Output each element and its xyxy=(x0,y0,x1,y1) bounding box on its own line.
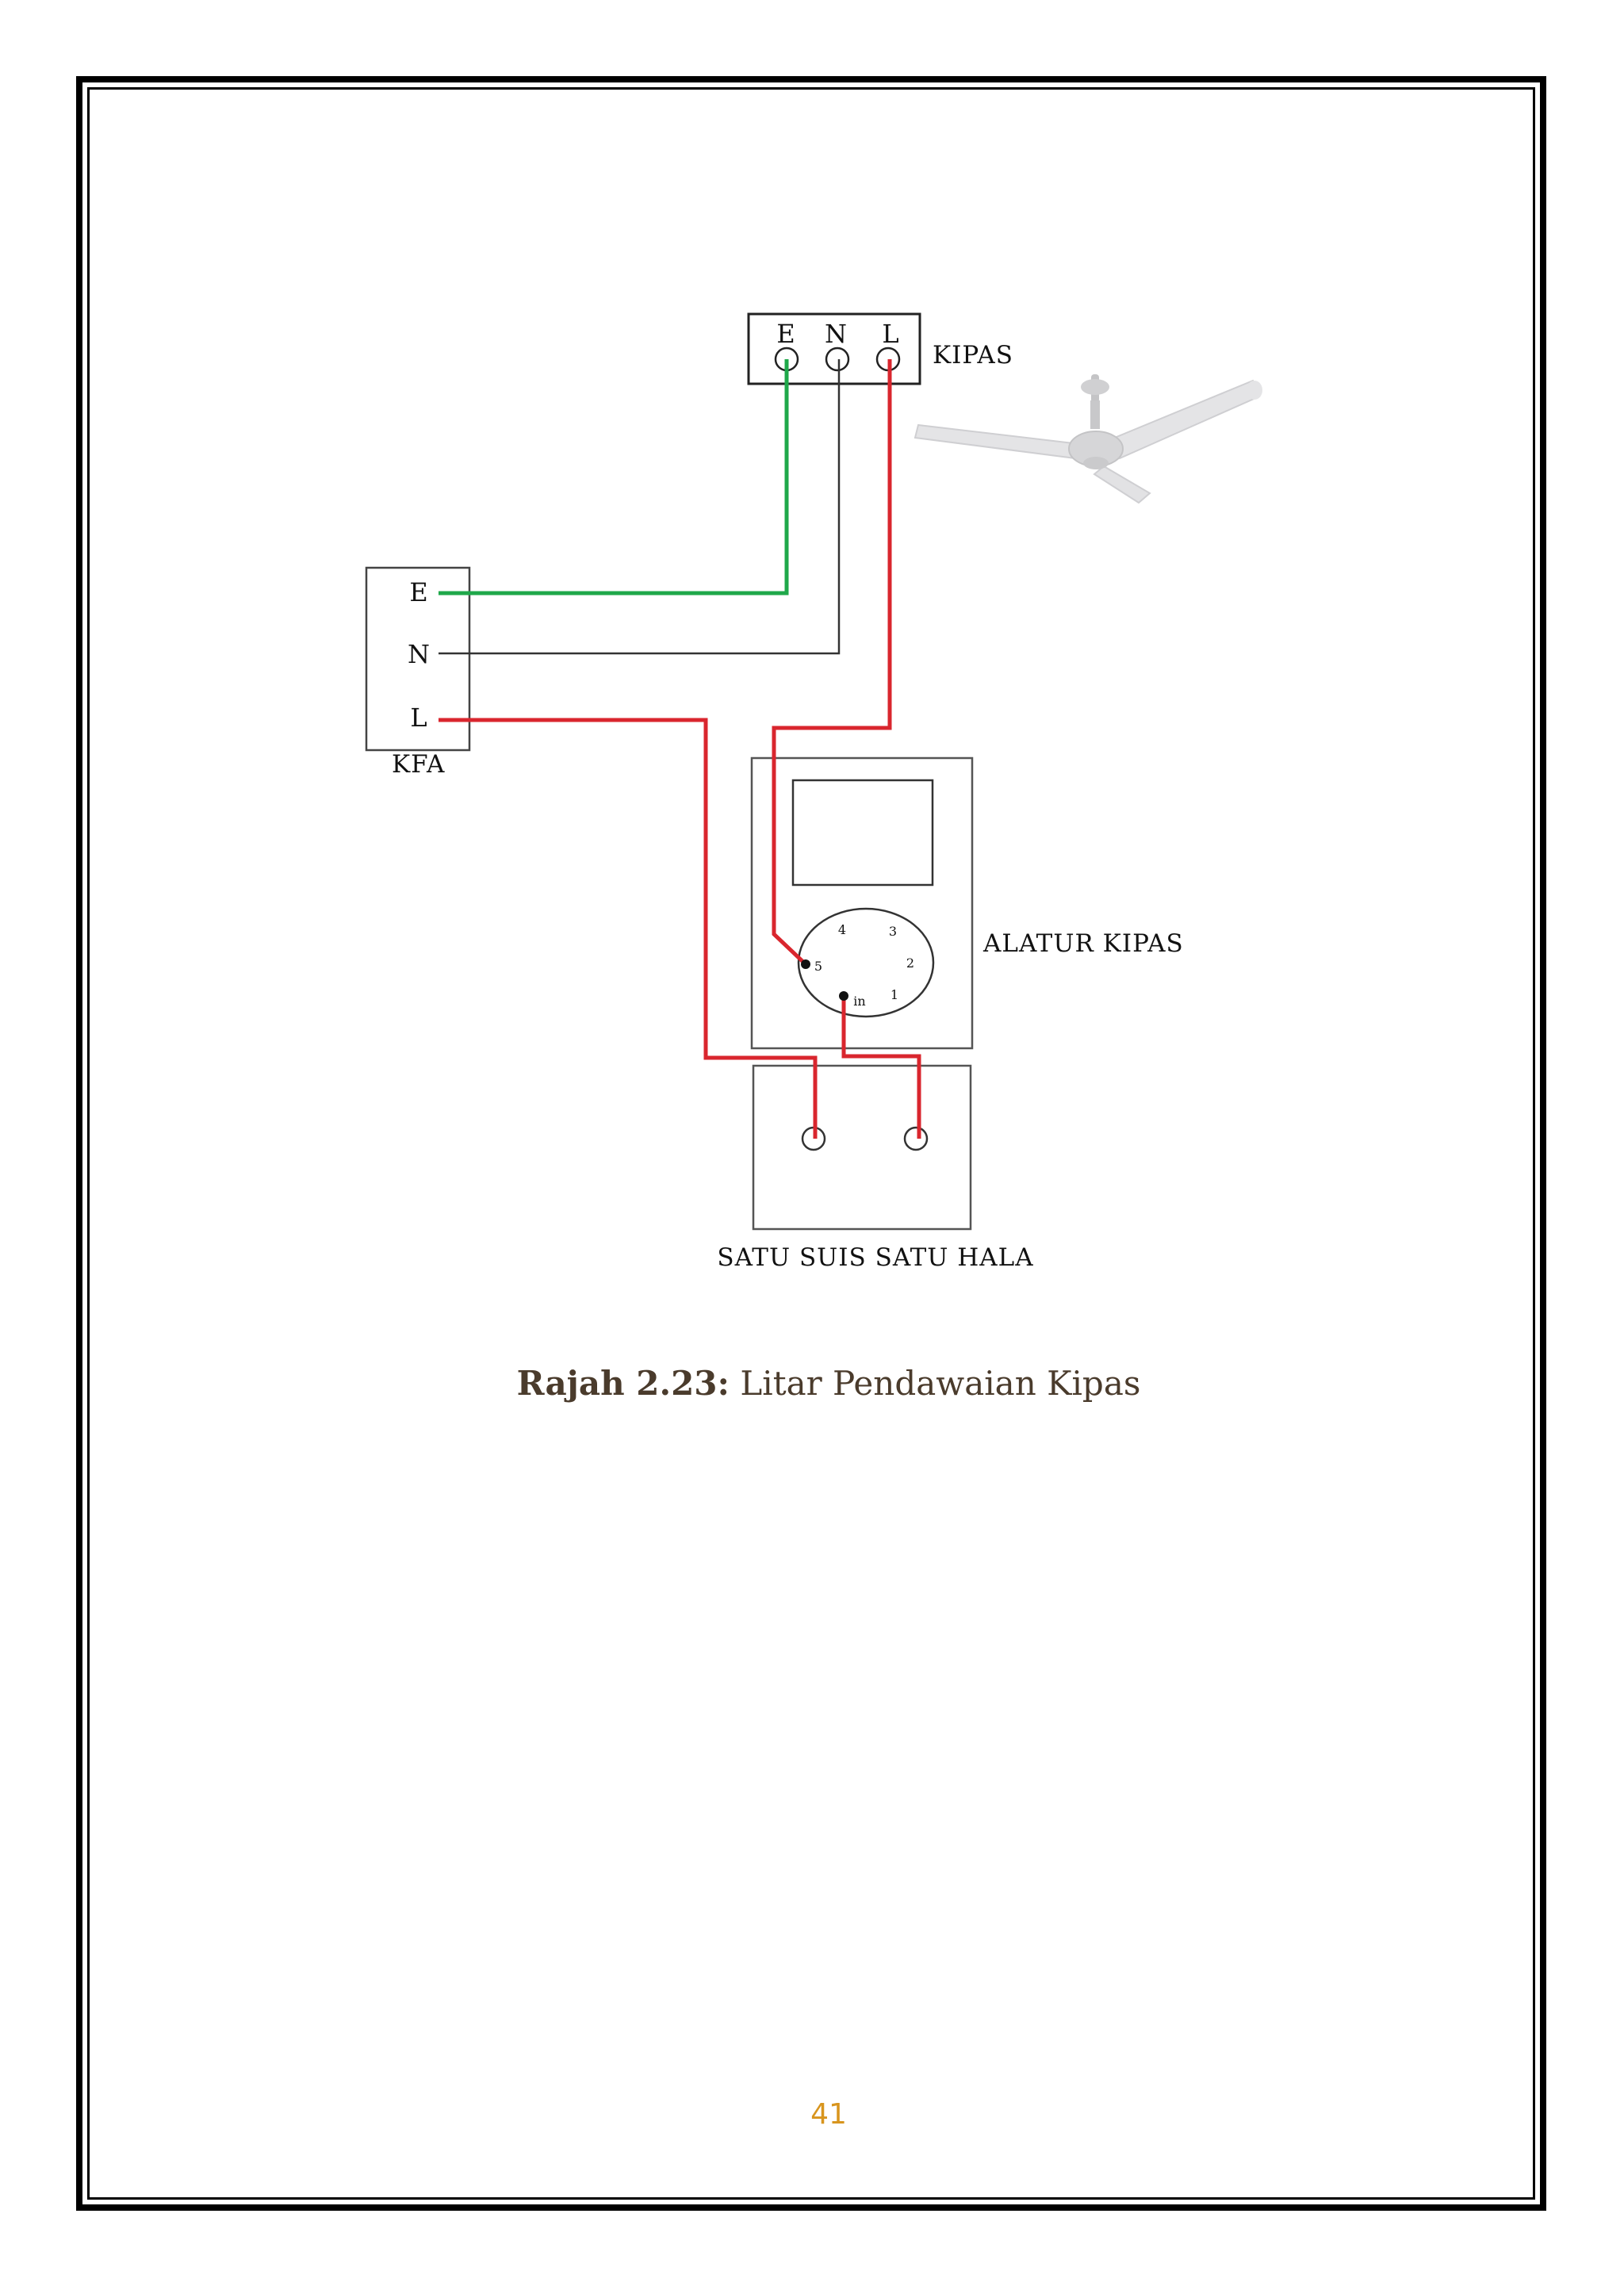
regulator-output-5-dot xyxy=(801,959,810,969)
live-wire-fan xyxy=(772,359,892,966)
fan-terminal-n-screw xyxy=(825,347,850,372)
fan-terminal-e-label: E xyxy=(776,319,795,349)
fan-terminal-block: E N L xyxy=(747,312,921,385)
regulator-display-window xyxy=(791,779,934,887)
figure-title: Litar Pendawaian Kipas xyxy=(740,1364,1141,1403)
dial-mark-3: 3 xyxy=(889,924,897,939)
earth-wire xyxy=(439,359,789,596)
regulator-dial xyxy=(797,907,935,1018)
dial-mark-2: 2 xyxy=(906,956,914,971)
dial-mark-4: 4 xyxy=(838,922,846,937)
fan-label: KIPAS xyxy=(933,341,1013,370)
ceiling-fan-image xyxy=(914,374,1262,504)
regulator-label: ALATUR KIPAS xyxy=(982,929,1184,958)
live-wire-switched xyxy=(841,996,921,1139)
regulator-input-in-dot xyxy=(839,991,848,1001)
kfa-terminal-e-label: E xyxy=(409,577,427,607)
figure-number: Rajah 2.23: xyxy=(516,1364,730,1403)
fan-terminal-l-label: L xyxy=(882,319,898,349)
switch-terminal-right xyxy=(903,1126,929,1151)
fan-regulator: 4 3 5 2 in 1 xyxy=(750,756,974,1050)
dial-mark-in: in xyxy=(853,994,865,1009)
one-way-switch xyxy=(752,1064,972,1231)
figure-caption: Rajah 2.23: Litar Pendawaian Kipas xyxy=(0,1364,1624,1403)
dial-mark-5: 5 xyxy=(814,959,822,974)
page-number: 41 xyxy=(810,2098,847,2131)
switch-label: SATU SUIS SATU HALA xyxy=(717,1243,1033,1272)
dial-mark-1: 1 xyxy=(891,987,898,1002)
page-border-outer xyxy=(76,76,1546,2211)
page-border-inner xyxy=(87,87,1535,2200)
fan-terminal-n-label: N xyxy=(825,319,847,349)
kfa-terminal-l-label: L xyxy=(410,703,427,733)
live-wire-supply xyxy=(439,718,818,1139)
kfa-label: KFA xyxy=(392,750,445,779)
neutral-wire xyxy=(439,359,841,655)
kfa-terminal-n-label: N xyxy=(408,639,430,669)
